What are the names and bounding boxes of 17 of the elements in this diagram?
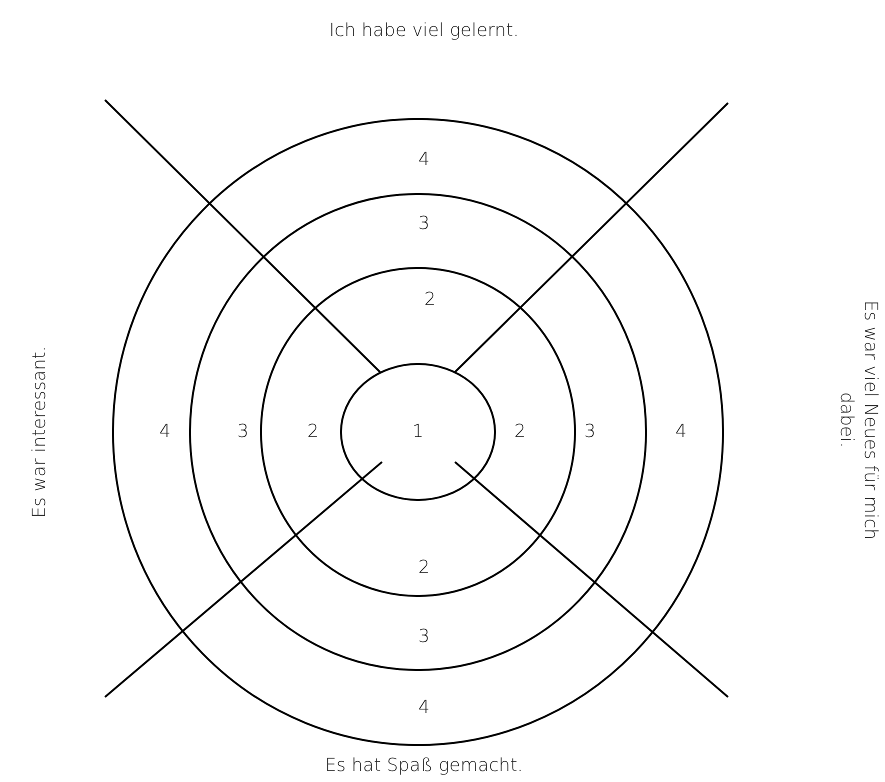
statement-label: Es war viel Neues für mich dabei. <box>835 300 882 540</box>
score-number: 4 <box>418 148 430 172</box>
score-number: 2 <box>418 556 430 580</box>
score-number: 2 <box>424 288 436 312</box>
score-number: 3 <box>237 420 249 444</box>
score-number: 4 <box>418 696 430 720</box>
score-number: 1 <box>412 420 424 444</box>
score-number: 4 <box>159 420 171 444</box>
statement-label: Es war interessant. <box>28 346 51 518</box>
score-number: 4 <box>675 420 687 444</box>
score-number: 3 <box>418 625 430 649</box>
score-number: 3 <box>418 212 430 236</box>
score-number: 2 <box>514 420 526 444</box>
score-number: 3 <box>584 420 596 444</box>
statement-label: Es hat Spaß gemacht. <box>325 754 523 778</box>
score-number: 2 <box>307 420 319 444</box>
statement-label: Ich habe viel gelernt. <box>329 19 519 43</box>
